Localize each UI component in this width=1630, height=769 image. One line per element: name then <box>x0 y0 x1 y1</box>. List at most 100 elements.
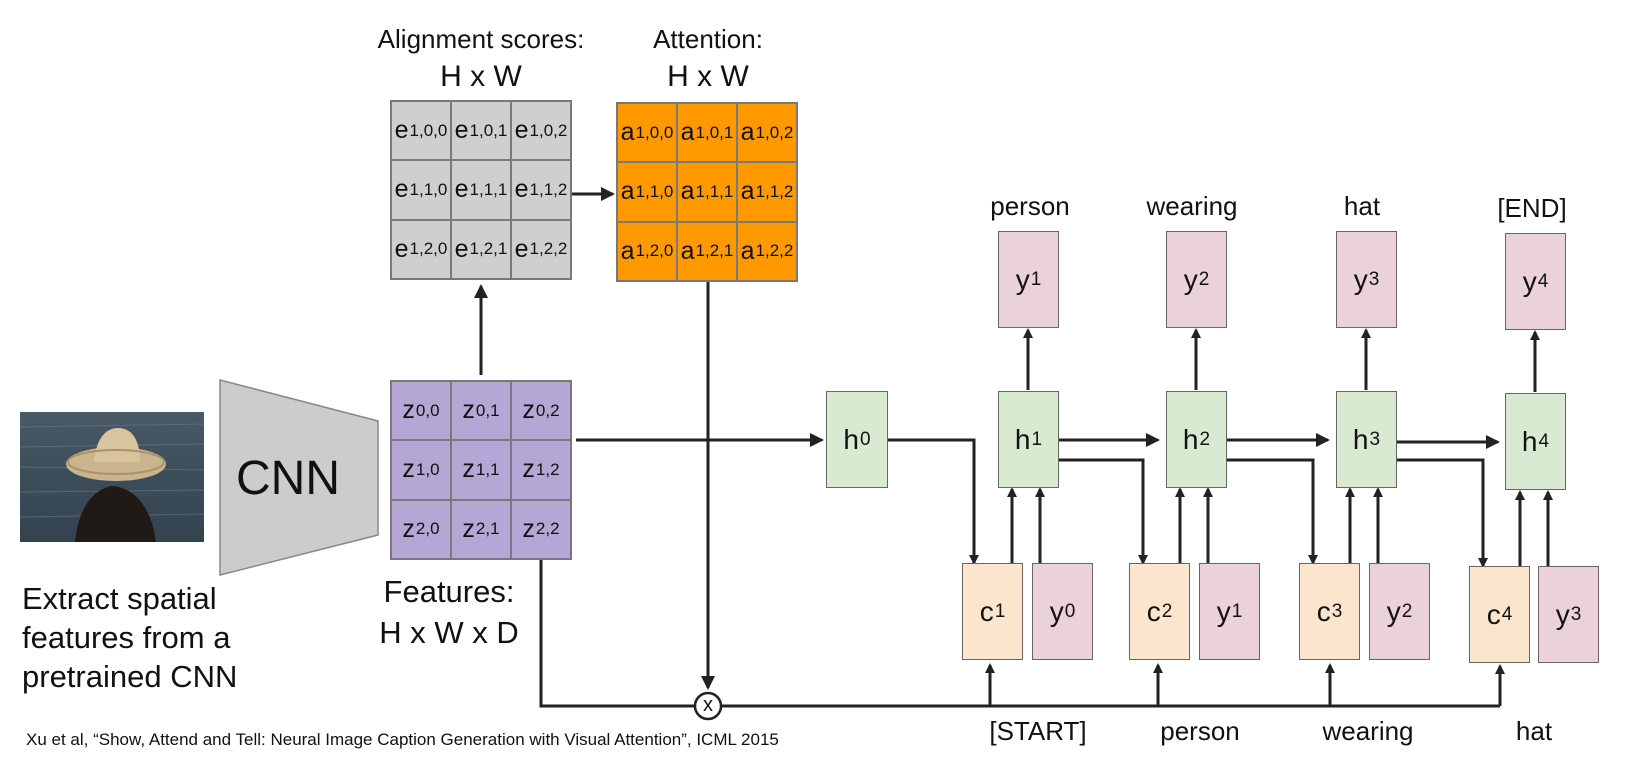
alignment-cell-symbol: e <box>394 175 409 204</box>
output-token-y1-symbol: y <box>1015 263 1030 295</box>
context-c3-symbol: c <box>1316 595 1331 627</box>
hidden-state-h2-index: 2 <box>1199 428 1211 450</box>
input-token-y1-symbol: y <box>1216 595 1231 627</box>
features-label: Features: <box>383 574 515 609</box>
extract-text-line-1: Extract spatial <box>22 581 217 616</box>
input-token-y3-index: 3 <box>1570 603 1582 625</box>
hidden-state-h1-symbol: h <box>1014 423 1031 455</box>
attention-cell-index: 1,1,2 <box>755 181 794 201</box>
attention-cell-index: 1,2,0 <box>635 241 674 261</box>
feature-cell-index: 0,1 <box>475 400 500 420</box>
feature-cell-symbol: z <box>522 514 535 543</box>
feature-cell-index: 2,1 <box>475 519 500 539</box>
feature-cell-index: 1,1 <box>475 459 500 479</box>
input-token-y0-index: 0 <box>1064 600 1076 622</box>
attention-cell-symbol: a <box>680 177 695 206</box>
alignment-cell-index: 1,1,0 <box>409 179 448 199</box>
attention-cell-symbol: a <box>740 177 755 206</box>
output-word-2: wearing <box>1146 191 1238 221</box>
alignment-cell-symbol: e <box>454 116 469 145</box>
cnn-label: CNN <box>236 452 340 505</box>
multiply-node <box>693 691 723 721</box>
feature-cell-symbol: z <box>522 396 535 425</box>
feature-cell-symbol: z <box>462 514 475 543</box>
context-c1-index: 1 <box>994 600 1006 622</box>
attention-cell-index: 1,1,0 <box>635 181 674 201</box>
extract-text-line-2: features from a <box>22 620 231 655</box>
h0-sub: 0 <box>860 428 871 450</box>
feature-cell-symbol: z <box>402 396 415 425</box>
output-token-y4-index: 4 <box>1537 270 1549 292</box>
output-word-3: hat <box>1343 191 1381 221</box>
feature-cell-symbol: z <box>462 455 475 484</box>
feature-cell-index: 2,0 <box>415 519 440 539</box>
attention-cell-index: 1,0,2 <box>755 122 794 142</box>
attention-label: Attention: <box>653 24 763 54</box>
attention-cell-index: 1,2,2 <box>755 241 794 261</box>
alignment-cell-index: 1,1,2 <box>529 179 568 199</box>
features-dims: H x W x D <box>379 615 519 650</box>
alignment-cell-symbol: e <box>514 234 529 263</box>
attention-cell-symbol: a <box>680 236 695 265</box>
attention-cell-symbol: a <box>620 177 635 206</box>
alignment-label: Alignment scores: <box>377 24 585 54</box>
context-c4-symbol: c <box>1486 598 1501 630</box>
output-token-y4-symbol: y <box>1522 265 1537 297</box>
attention-cell-symbol: a <box>680 118 695 147</box>
input-token-y2-symbol: y <box>1386 595 1401 627</box>
person-hat-icon <box>20 423 204 542</box>
context-c2-index: 2 <box>1161 600 1173 622</box>
attention-cell-symbol: a <box>620 118 635 147</box>
alignment-cell-symbol: e <box>514 116 529 145</box>
output-token-y1-index: 1 <box>1030 268 1042 290</box>
attention-cell-symbol: a <box>740 118 755 147</box>
input-token-y0-symbol: y <box>1049 595 1064 627</box>
feature-cell-index: 2,2 <box>535 519 560 539</box>
hidden-state-h1-index: 1 <box>1031 428 1043 450</box>
feature-cell-symbol: z <box>402 514 415 543</box>
input-word-3: hat <box>1515 716 1553 746</box>
citation: Xu et al, “Show, Attend and Tell: Neural… <box>26 730 779 749</box>
feature-cell-symbol: z <box>462 396 475 425</box>
alignment-cell-index: 1,0,0 <box>409 120 448 140</box>
input-word-2: wearing <box>1322 716 1414 746</box>
output-token-y3-index: 3 <box>1368 268 1380 290</box>
attention-cell-index: 1,2,1 <box>695 241 734 261</box>
input-token-y2-index: 2 <box>1401 600 1413 622</box>
input-token-y1-index: 1 <box>1231 600 1243 622</box>
alignment-cell-symbol: e <box>514 175 529 204</box>
output-word-4: [END] <box>1497 193 1567 223</box>
cnn-shape <box>219 379 379 576</box>
attention-dims: H x W <box>667 60 749 93</box>
alignment-cell-symbol: e <box>454 234 469 263</box>
alignment-cell-index: 1,0,1 <box>469 120 508 140</box>
hidden-state-h4-symbol: h <box>1521 425 1538 457</box>
alignment-cell-index: 1,2,0 <box>409 239 448 259</box>
feature-cell-symbol: z <box>402 455 415 484</box>
